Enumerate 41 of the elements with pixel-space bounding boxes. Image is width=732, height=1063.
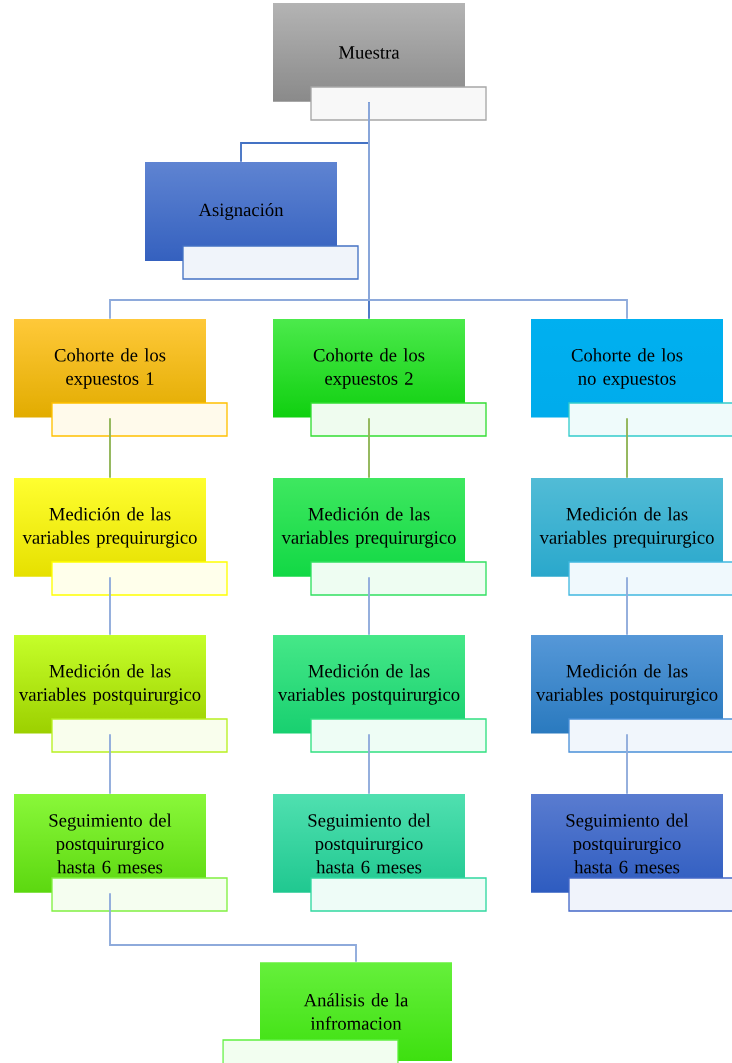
node-label: Medición de las variables prequirurgico — [22, 507, 197, 548]
connector-line — [626, 576, 628, 636]
org-chart-box: Análisis de la infromacion — [222, 993, 409, 1063]
org-chart-box: Seguimiento del postquirurgico hasta 6 meses — [566, 813, 732, 912]
node-label: Medición de las variables prequirurgico — [281, 507, 456, 548]
org-chart-box: Medición de las variables prequirurgico — [281, 507, 487, 596]
connector-line — [368, 733, 370, 795]
org-chart-box: Seguimiento del postquirurgico hasta 6 meses — [308, 813, 487, 912]
connector-line — [109, 417, 111, 479]
node-label: Medición de las variables postquirurgico — [535, 664, 718, 705]
node-label: Seguimiento del postquirurgico hasta 6 meses — [49, 813, 172, 874]
org-chart-box: Muestra — [310, 46, 487, 121]
connector-line — [368, 576, 370, 636]
node-label: Medición de las variables prequirurgico — [539, 507, 714, 548]
node-label: Asignación — [198, 202, 284, 221]
org-chart-box: Medición de las variables prequirurgico — [22, 507, 228, 596]
node-label: Cohorte de los expuestos 1 — [54, 348, 166, 389]
org-chart-box: Medición de las variables postquirurgico — [277, 664, 487, 753]
org-chart-box: Cohorte de los expuestos 1 — [51, 348, 228, 437]
connector-line — [109, 576, 111, 636]
node-label: Medición de las variables postquirurgico — [277, 664, 460, 705]
org-chart-box: Medición de las variables prequirurgico — [539, 507, 732, 596]
node-label: Muestra — [338, 46, 400, 59]
org-chart-box: Cohorte de los no expuestos — [568, 348, 732, 437]
org-chart-box: Medición de las variables postquirurgico — [535, 664, 732, 753]
connector-line — [626, 733, 628, 795]
node-label: Cohorte de los expuestos 2 — [313, 348, 425, 389]
org-chart-box: Asignación — [182, 203, 359, 280]
org-chart-box: Seguimiento del postquirurgico hasta 6 meses — [49, 813, 228, 912]
org-chart-box: Cohorte de los expuestos 2 — [310, 348, 487, 437]
connector-line — [626, 417, 628, 479]
connector-line — [109, 733, 111, 795]
node-label: Seguimiento del postquirurgico hasta 6 meses — [566, 813, 689, 874]
node-label: Análisis de la infromacion — [303, 993, 409, 1030]
connector-line — [368, 101, 628, 320]
node-label: Seguimiento del postquirurgico hasta 6 meses — [308, 813, 431, 874]
org-chart-box: Medición de las variables postquirurgico — [18, 664, 228, 753]
node-label: Medición de las variables postquirurgico — [18, 664, 201, 705]
connector-line — [109, 892, 357, 963]
connector-line — [368, 417, 370, 479]
node-label: Cohorte de los no expuestos — [571, 348, 683, 389]
